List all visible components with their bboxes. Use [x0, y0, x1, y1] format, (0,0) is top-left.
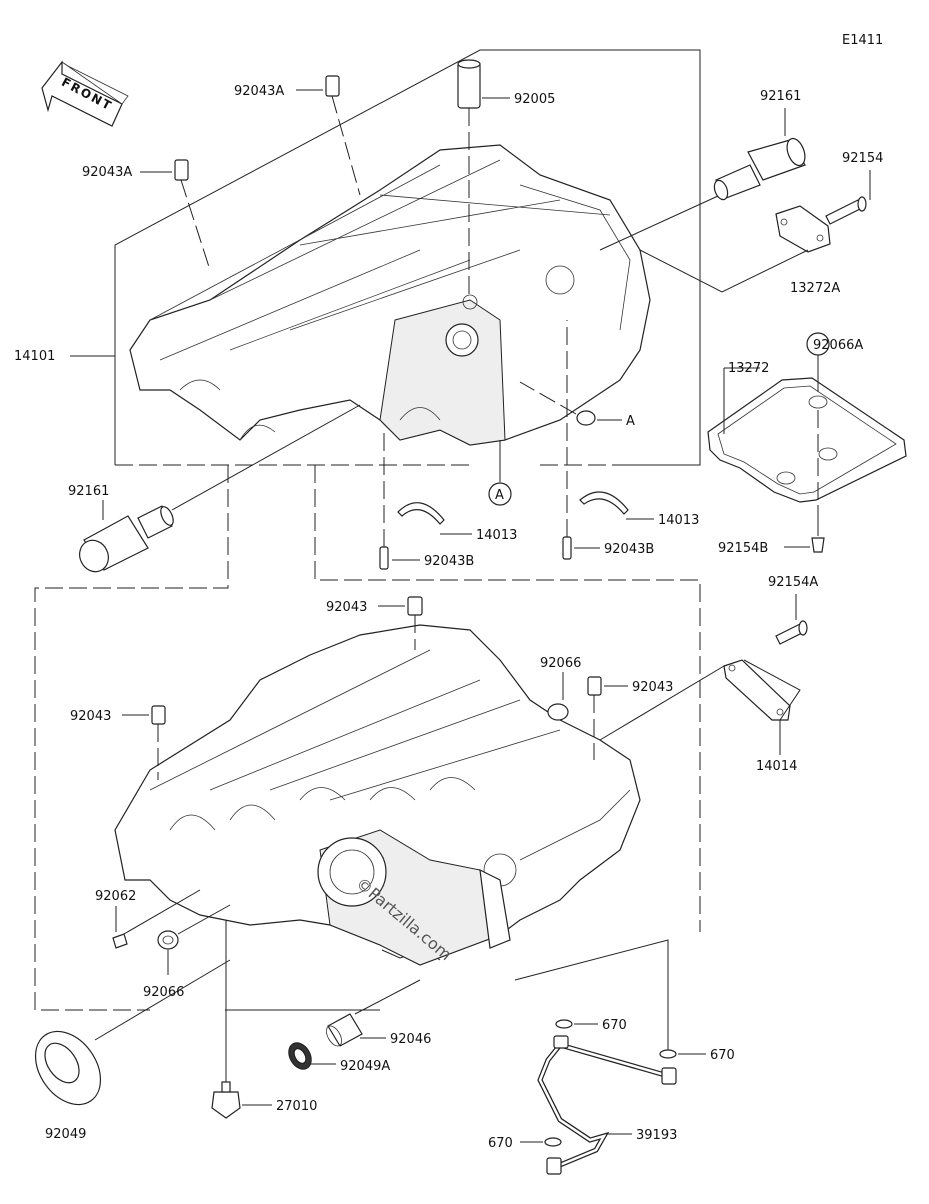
oil-seal-92049a[interactable] — [284, 1039, 315, 1073]
callout-14014[interactable]: 14014 — [756, 759, 797, 774]
callout-92043b-right[interactable]: 92043B — [604, 542, 654, 557]
callout-92154[interactable]: 92154 — [842, 151, 883, 166]
dowel-pin-92043-top[interactable] — [407, 596, 423, 650]
dowel-pin-92043b-left[interactable] — [379, 430, 389, 570]
callout-a-center: A — [495, 488, 504, 503]
callout-92062[interactable]: 92062 — [95, 889, 136, 904]
reference-a-center[interactable]: A — [488, 482, 512, 506]
needle-bearing-92046[interactable] — [323, 979, 421, 1049]
damper-92161-top[interactable] — [599, 136, 808, 251]
lower-crankcase-group: ©Partzilla.com 92154A 14014 92043 9 — [22, 465, 818, 1175]
plug-92066-bottom[interactable] — [157, 904, 231, 975]
upper-crankcase-14101[interactable] — [129, 144, 651, 446]
callout-39193[interactable]: 39193 — [636, 1128, 677, 1143]
callout-92049[interactable]: 92049 — [45, 1127, 86, 1142]
sleeve-92005[interactable] — [457, 59, 481, 300]
callout-13272a[interactable]: 13272A — [790, 281, 840, 296]
callout-92049a[interactable]: 92049A — [340, 1059, 390, 1074]
callout-670-right[interactable]: 670 — [710, 1048, 735, 1063]
callout-92043-top[interactable]: 92043 — [326, 600, 367, 615]
callout-92046[interactable]: 92046 — [390, 1032, 431, 1047]
callout-92066-bottom[interactable]: 92066 — [143, 985, 184, 1000]
callout-13272[interactable]: 13272 — [728, 361, 769, 376]
plug-92066[interactable] — [547, 672, 569, 721]
callout-92154a[interactable]: 92154A — [768, 575, 818, 590]
plug-92062[interactable] — [112, 889, 201, 949]
bolt-92154b[interactable] — [811, 505, 825, 553]
oil-seal-92049[interactable] — [22, 959, 231, 1117]
o-ring-670-bottom[interactable] — [544, 1137, 562, 1147]
callout-92161-top[interactable]: 92161 — [760, 89, 801, 104]
callout-27010[interactable]: 27010 — [276, 1099, 317, 1114]
bearing-14013-right[interactable] — [579, 491, 654, 520]
bolt-92154a[interactable] — [775, 620, 808, 645]
callout-92066a[interactable]: A — [626, 414, 635, 429]
diagram-code: E1411 — [842, 33, 883, 48]
dowel-pin-92043a-top[interactable] — [325, 75, 361, 196]
callout-92005[interactable]: 92005 — [514, 92, 555, 107]
callout-a-right: 92066A — [813, 338, 863, 353]
bolt-92154[interactable] — [825, 196, 867, 225]
switch-27010[interactable] — [211, 920, 241, 1119]
callout-92043a-top[interactable]: 92043A — [234, 84, 284, 99]
callout-670-bottom[interactable]: 670 — [488, 1136, 513, 1151]
callout-92043-left[interactable]: 92043 — [70, 709, 111, 724]
front-arrow-icon: FRONT — [41, 60, 129, 127]
callout-92043b-left[interactable]: 92043B — [424, 554, 474, 569]
callout-14013-left[interactable]: 14013 — [476, 528, 517, 543]
o-ring-670-right[interactable] — [659, 1049, 677, 1059]
oil-pan-gasket-group: 13272 92066A 92154B — [707, 332, 907, 556]
oil-pipe-39193[interactable] — [537, 1035, 677, 1175]
callout-14013-right[interactable]: 14013 — [658, 513, 699, 528]
dowel-pin-92043-left[interactable] — [151, 705, 166, 780]
plate-13272a[interactable] — [775, 205, 831, 253]
dowel-pin-92043a-left[interactable] — [174, 159, 211, 271]
callout-92043a-left[interactable]: 92043A — [82, 165, 132, 180]
o-ring-670-top[interactable] — [555, 1019, 573, 1029]
dowel-pin-92043b-right[interactable] — [562, 320, 572, 560]
upper-crankcase-group: 92043A 92005 92161 92154 — [14, 49, 883, 576]
gasket-13272[interactable] — [707, 377, 907, 503]
callout-92066[interactable]: 92066 — [540, 656, 581, 671]
callout-14101[interactable]: 14101 — [14, 349, 55, 364]
lower-crankcase[interactable]: ©Partzilla.com — [114, 624, 641, 966]
bearing-14013-left[interactable] — [397, 502, 472, 535]
reference-a-right[interactable]: 92066A — [806, 332, 863, 530]
damper-92161-left[interactable] — [75, 404, 361, 576]
callout-92161-left[interactable]: 92161 — [68, 484, 109, 499]
callout-92043-right[interactable]: 92043 — [632, 680, 673, 695]
dowel-pin-92043-right[interactable] — [587, 676, 602, 760]
callout-670-top[interactable]: 670 — [602, 1018, 627, 1033]
callout-92154b[interactable]: 92154B — [718, 541, 768, 556]
bracket-14014[interactable] — [599, 659, 791, 741]
